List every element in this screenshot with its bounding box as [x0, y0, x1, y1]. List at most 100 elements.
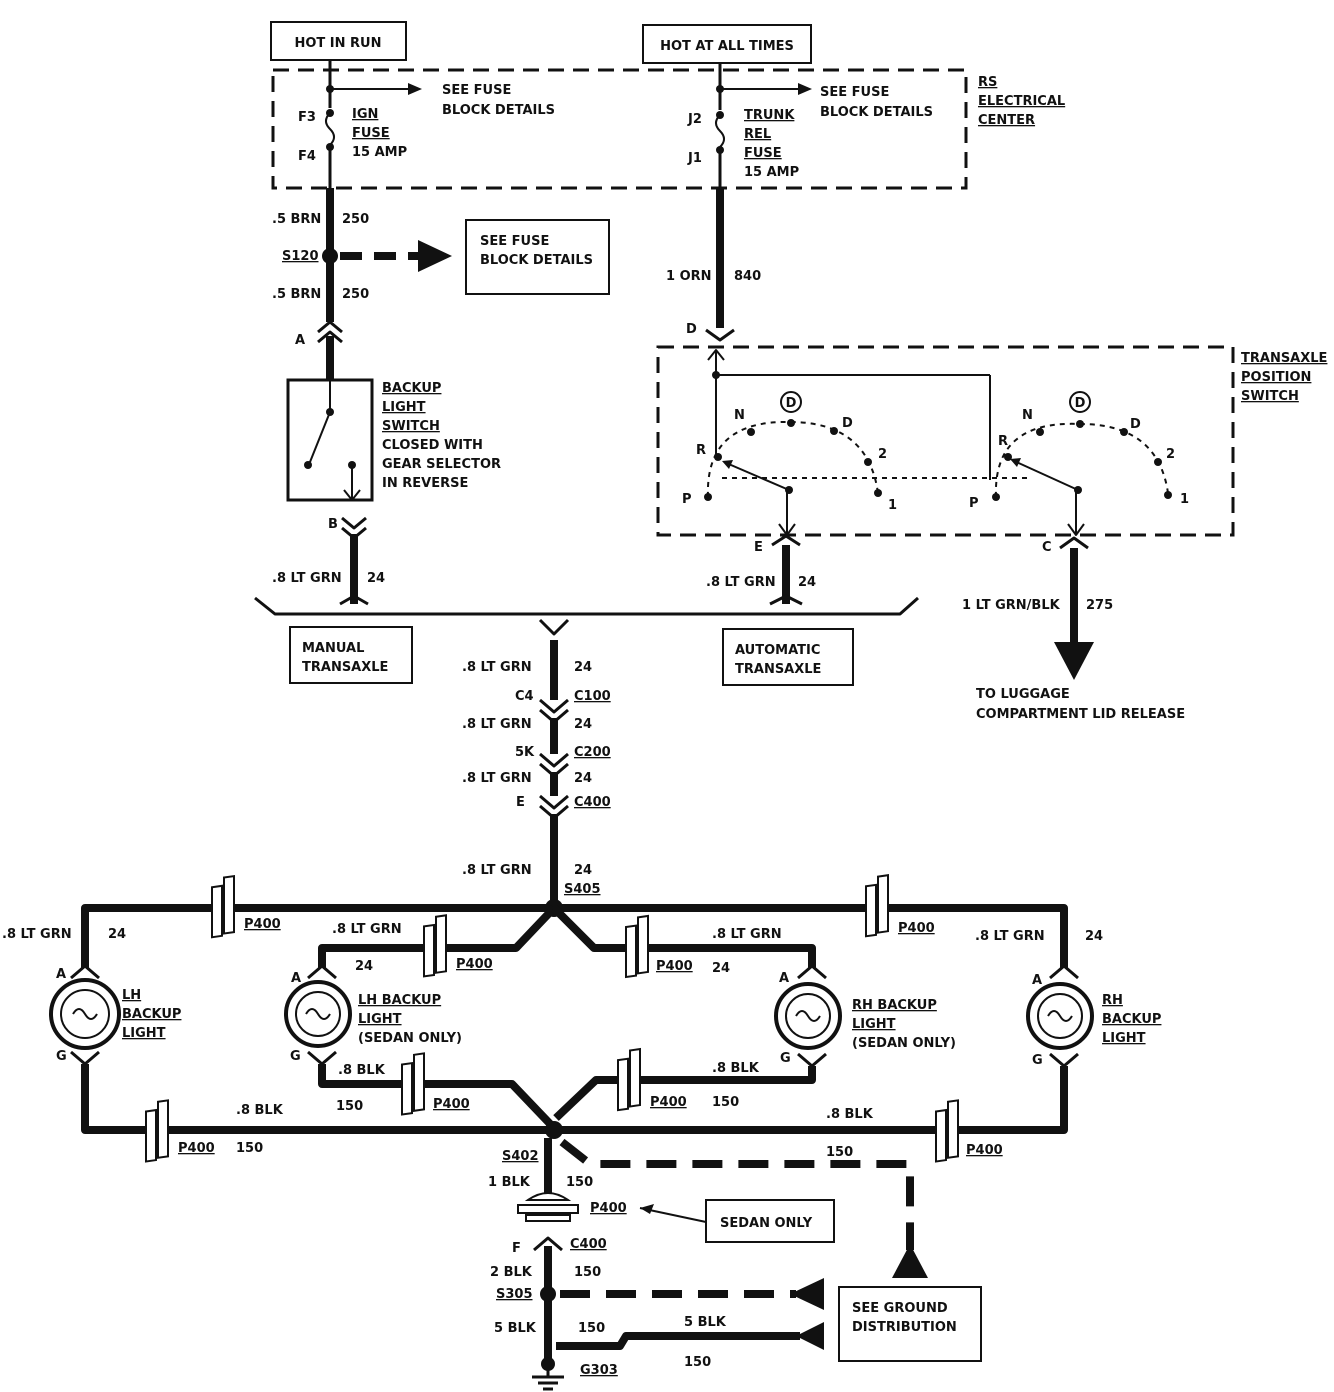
electrical-center-label-2: ELECTRICAL: [978, 94, 1065, 109]
backup-switch-label-3: SWITCH: [382, 419, 440, 434]
trunk-circuit-label-1: 24: [574, 660, 592, 675]
brn-circuit-label-2: 250: [342, 287, 369, 302]
s402-label: S402: [502, 1149, 539, 1164]
brn-wire-label-1: .5 BRN: [272, 212, 321, 227]
manual-circuit-label: 24: [367, 571, 385, 586]
ground-g303: G303: [532, 1357, 618, 1391]
connector-c400-ground-label: C400: [570, 1237, 607, 1252]
tps-right-r: R: [998, 434, 1008, 449]
tps-left-1: 1: [888, 498, 897, 513]
connector-e-c400-label: E: [516, 795, 525, 810]
lh-sedan-wire-label: .8 LT GRN: [332, 922, 402, 937]
trunk-see-fuse-1: SEE FUSE: [820, 85, 889, 100]
ground-5blk-label: 5 BLK: [494, 1321, 537, 1336]
luggage-label-1: TO LUGGAGE: [976, 687, 1070, 702]
s120-label: S120: [282, 249, 319, 264]
backup-switch-label-6: IN REVERSE: [382, 476, 468, 491]
backup-switch-label-5: GEAR SELECTOR: [382, 457, 501, 472]
luggage-circuit-label: 275: [1086, 598, 1113, 613]
p400-connector-lh-sedan-ground: P400: [401, 1052, 470, 1116]
trunk-fuse-circuit: SEE FUSE BLOCK DETAILS J2 J1 TRUNK REL F…: [687, 63, 933, 188]
hot-at-all-times-label: HOT AT ALL TIMES: [660, 39, 794, 54]
orn-wire-segment: 1 ORN 840 D: [666, 188, 761, 342]
tps-title-1: TRANSAXLE: [1241, 351, 1327, 366]
trunk-fuse-rel: REL: [744, 127, 771, 142]
splice-s402: S402 150: [502, 1121, 928, 1278]
connector-d-label: D: [686, 322, 697, 337]
orn-wire-label: 1 ORN: [666, 269, 712, 284]
see-fuse-block-box: SEE FUSE BLOCK DETAILS: [465, 219, 610, 295]
p400-bottom-left-label: P400: [178, 1141, 215, 1156]
tps-title-2: POSITION: [1241, 370, 1311, 385]
tps-left-p: P: [682, 492, 692, 507]
lh-sedan-circuit-label: 24: [355, 959, 373, 974]
rh-outer-blk-wire-label: .8 BLK: [826, 1107, 874, 1122]
connector-c4-label: C4: [515, 689, 534, 704]
orn-circuit-label: 840: [734, 269, 761, 284]
connector-f-label: F: [512, 1241, 521, 1256]
tps-left-od: D: [786, 396, 797, 411]
ground-1blk-label: 1 BLK: [488, 1175, 531, 1190]
ground-5blk-right-label: 5 BLK: [684, 1315, 727, 1330]
hot-in-run-box: HOT IN RUN: [270, 21, 407, 61]
transaxle-position-switch: TRANSAXLE POSITION SWITCH P R N D D 2 1: [656, 345, 1327, 537]
lt-grn-outer-bus: P400 P400 .8 LT GRN 24 .8 LT GRN 24: [2, 874, 1103, 968]
lh-sedan-blk-circuit-label: 150: [336, 1099, 363, 1114]
p400-connector-bottom-right: P400: [935, 1099, 1003, 1163]
automatic-transaxle-line-2: TRANSAXLE: [735, 662, 821, 677]
sedan-only-box: SEDAN ONLY: [705, 1199, 835, 1243]
trunk-circuit-label-3: 24: [574, 771, 592, 786]
electrical-center: RS ELECTRICAL CENTER: [271, 68, 1065, 190]
see-ground-distribution-box: SEE GROUND DISTRIBUTION: [838, 1286, 982, 1362]
j1-label: J1: [687, 151, 702, 166]
lh-sedan-backup-light: A G LH BACKUP LIGHT (SEDAN ONLY): [284, 964, 462, 1066]
connector-a-backup-switch: A: [295, 320, 343, 380]
rh-outer-wire-label: .8 LT GRN: [975, 929, 1045, 944]
backup-switch-label-4: CLOSED WITH: [382, 438, 483, 453]
rh-sedan-blk-wire-label: .8 BLK: [712, 1061, 760, 1076]
backup-switch-label-1: BACKUP: [382, 381, 441, 396]
automatic-transaxle-box: AUTOMATIC TRANSAXLE: [722, 628, 854, 686]
lh-outer-label-1: LH: [122, 988, 141, 1003]
p400-top-left-label: P400: [244, 917, 281, 932]
rh-outer-label-1: RH: [1102, 993, 1123, 1008]
luggage-wire-label: 1 LT GRN/BLK: [962, 598, 1061, 613]
lh-sedan-label-1: LH BACKUP: [358, 993, 441, 1008]
p400-connector-inner-right: P400: [625, 914, 693, 979]
rh-outer-backup-light: A G RH BACKUP LIGHT: [1026, 964, 1161, 1068]
hot-in-run-label: HOT IN RUN: [294, 36, 381, 51]
ground-5blk-right-circuit-label: 150: [684, 1355, 711, 1370]
manual-transaxle-box: MANUAL TRANSAXLE: [289, 626, 413, 684]
lh-outer-blk-circuit-label: 150: [236, 1141, 263, 1156]
p400-connector-inner-left: P400: [423, 914, 493, 978]
sedan-only-label: SEDAN ONLY: [720, 1216, 813, 1231]
rh-sedan-connector-a: A: [779, 971, 789, 986]
electrical-center-label-3: CENTER: [978, 113, 1035, 128]
trunk-fuse-fuse: FUSE: [744, 146, 782, 161]
tps-title-3: SWITCH: [1241, 389, 1299, 404]
lh-outer-label-2: BACKUP: [122, 1007, 181, 1022]
lh-outer-blk-wire-label: .8 BLK: [236, 1103, 284, 1118]
j2-label: J2: [687, 112, 702, 127]
lh-sedan-blk-wire-label: .8 BLK: [338, 1063, 386, 1078]
s405-label: S405: [564, 882, 601, 897]
p400-top-right-label: P400: [898, 921, 935, 936]
tps-right-2: 2: [1166, 447, 1175, 462]
brn-circuit-label-1: 250: [342, 212, 369, 227]
ign-see-fuse-1: SEE FUSE: [442, 83, 511, 98]
tps-left-2: 2: [878, 447, 887, 462]
tps-left-n: N: [734, 408, 745, 423]
rh-outer-connector-a: A: [1032, 973, 1042, 988]
lh-sedan-connector-g: G: [290, 1049, 301, 1064]
connector-b-label: B: [328, 517, 338, 532]
p400-connector-top-left: P400: [211, 874, 281, 939]
rh-sedan-connector-g: G: [780, 1051, 791, 1066]
see-fuse-block-line-2: BLOCK DETAILS: [480, 253, 593, 268]
auto-wire-label: .8 LT GRN: [706, 575, 776, 590]
lh-sedan-connector-a: A: [291, 971, 301, 986]
ign-fuse-circuit: SEE FUSE BLOCK DETAILS F3 F4 IGN FUSE 15…: [298, 60, 555, 188]
tps-left-d: D: [842, 416, 853, 431]
lt-grn-inner-feeds: P400 P400 .8 LT GRN 24 .8 LT GRN 24: [318, 905, 816, 979]
connector-5k-label: 5K: [515, 745, 535, 760]
